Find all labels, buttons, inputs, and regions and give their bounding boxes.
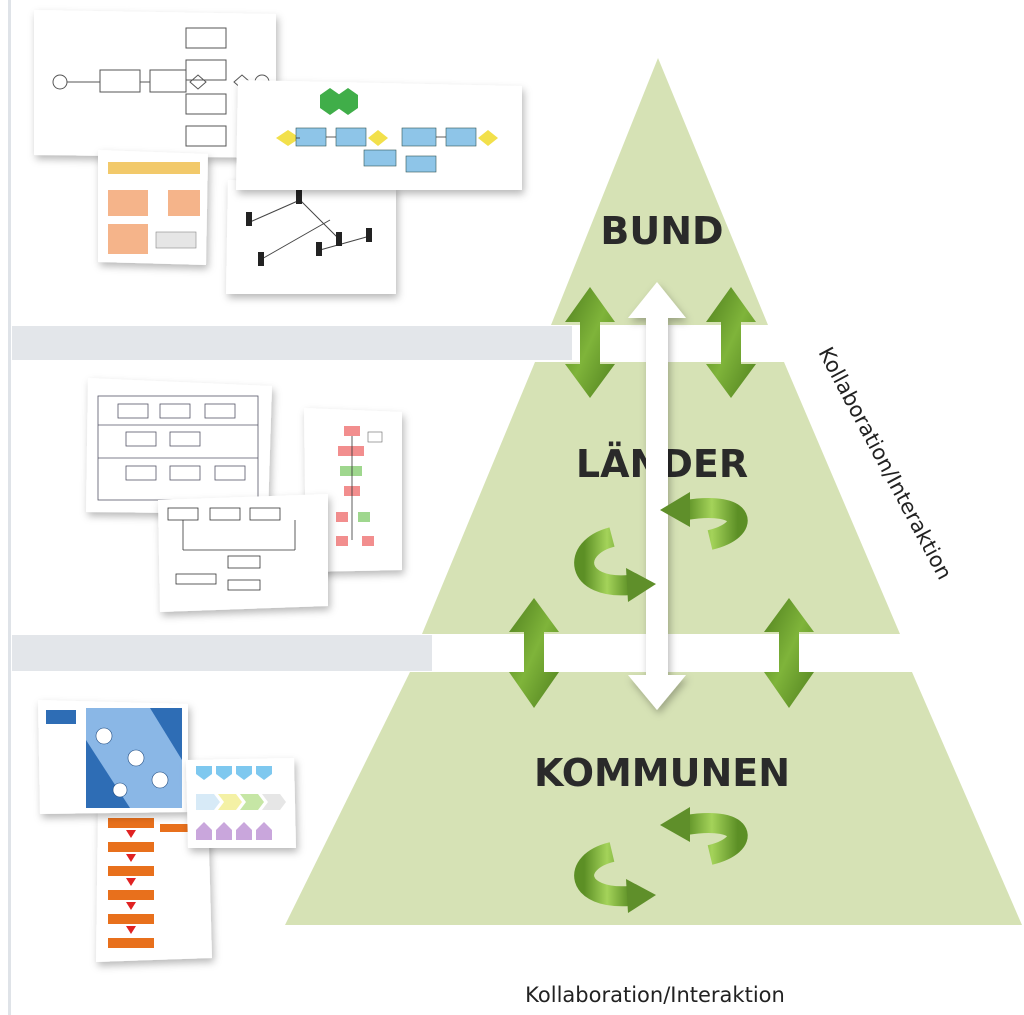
bpmn-diagram-thumbnail — [236, 80, 522, 190]
separator-band-upper — [12, 326, 572, 360]
axis-label-bottom: Kollaboration/Interaktion — [525, 983, 785, 1007]
pyramid-tier-kommunen — [285, 672, 1022, 925]
flowchart-thumbnail — [86, 378, 272, 514]
matrix-diagram-thumbnail — [38, 700, 188, 814]
left-edge-line — [8, 0, 11, 1015]
bund-laender-arrow-left — [565, 287, 615, 398]
value-chain-thumbnail — [186, 758, 296, 848]
cycle-arrows-kommunen — [574, 807, 748, 913]
laender-kommunen-arrow-right — [764, 598, 814, 708]
pyramid-tier-bund — [551, 58, 768, 325]
laender-kommunen-arrow-left — [509, 598, 559, 708]
cycle-arrows-laender — [574, 492, 748, 602]
level-label-bund: BUND — [600, 209, 723, 253]
white-vertical-double-arrow — [628, 282, 686, 710]
orange-flow-thumbnail — [96, 808, 212, 962]
separator-band-lower — [12, 635, 432, 671]
bund-laender-arrow-right — [706, 287, 756, 398]
vertical-process-thumbnail — [304, 408, 402, 572]
level-label-kommunen: KOMMUNEN — [534, 751, 790, 795]
swimlane-thumbnail — [158, 494, 328, 612]
network-diagram-thumbnail — [226, 180, 396, 294]
org-chart-thumbnail — [98, 150, 208, 265]
